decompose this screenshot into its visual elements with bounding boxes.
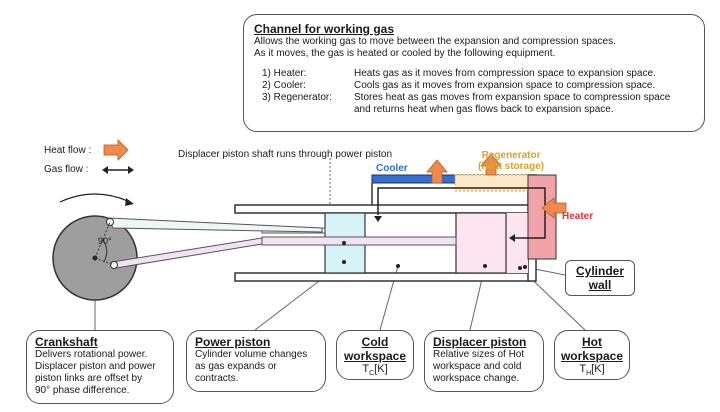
heater-section: [527, 174, 557, 260]
cold-workspace-callout: Cold workspace TC[K]: [336, 330, 414, 380]
heater-item-label: 1) Heater:: [262, 68, 307, 79]
cylinder-top-wall: [234, 204, 531, 214]
channel-item-cooler: 2) Cooler: Cools gas as it moves from ex…: [254, 80, 694, 92]
heater-label: Heater: [562, 211, 594, 222]
channel-item-heater: 1) Heater: Heats gas as it moves from co…: [254, 68, 694, 80]
cylinder-wall-label-2: wall: [588, 278, 612, 292]
cold-space-dot: [396, 264, 400, 268]
heat-arrows: [426, 153, 567, 219]
legend-symbols: [102, 139, 134, 174]
cold-temp-unit: [K]: [374, 363, 388, 375]
heat-arrow-regenerator: [480, 153, 502, 176]
power-piston-callout: Power piston Cylinder volume changes as …: [186, 330, 326, 392]
cooler-item-label: 2) Cooler:: [262, 80, 306, 91]
angle-arc: [102, 239, 108, 263]
cold-temp-subscript: C: [369, 370, 375, 378]
channel-intro-1: Allows the working gas to move between t…: [254, 36, 616, 47]
regenerator-item-text-1: Stores heat as gas moves from expansion …: [354, 92, 671, 103]
regenerator-label-line-2: (heat storage): [478, 161, 545, 172]
crankshaft-line-3: piston links are offset by: [35, 373, 143, 384]
crankshaft-line-2: Displacer piston and power: [35, 361, 156, 372]
legend-gas-arrowhead-right: [128, 166, 134, 174]
crankshaft-callout: Crankshaft Delivers rotational power. Di…: [26, 330, 174, 404]
cylinder-wall-label-1: Cylinder: [575, 264, 624, 278]
cylinder-bottom-wall: [234, 272, 531, 282]
hot-workspace-title-2: workspace: [560, 349, 624, 363]
gas-flow-arrowhead-cold: [374, 216, 382, 222]
cylinder-wall-label-box: Cylinder wall: [565, 260, 635, 296]
power-piston-line-3: contracts.: [195, 373, 239, 384]
wall-dot: [523, 265, 527, 269]
crankshaft-line-1: Delivers rotational power.: [35, 349, 148, 360]
cold-workspace-temp: TC[K]: [337, 363, 413, 377]
displacer-shaft: [261, 236, 457, 246]
marker-dots: [342, 241, 527, 270]
cold-temp-symbol: T: [362, 363, 370, 375]
heat-arrow-heater: [541, 197, 567, 219]
hot-workspace-callout: Hot workspace TH[K]: [554, 330, 630, 380]
legend-gas-flow-label: Gas flow :: [44, 164, 89, 175]
cold-workspace-title-2: workspace: [343, 349, 407, 363]
heater-item-text: Heats gas as it moves from compression s…: [354, 68, 656, 79]
gas-flow-path: [377, 187, 546, 239]
power-link-rod: [107, 217, 323, 233]
regenerator-item-label: 3) Regenerator:: [262, 92, 333, 103]
displacer-piston-callout: Displacer piston Relative sizes of Hot w…: [424, 330, 544, 392]
cooler-item-text: Cools gas as it moves from expansion spa…: [354, 80, 656, 91]
displacer-dot: [483, 264, 487, 268]
rotation-arrowhead: [125, 198, 134, 206]
channel-info-box: Channel for working gas Allows the worki…: [243, 14, 705, 132]
displacer-title: Displacer piston: [433, 335, 527, 349]
displacer-piston: [455, 212, 507, 274]
displacer-line-1: Relative sizes of Hot: [433, 349, 525, 360]
hot-temp-unit: [K]: [591, 363, 605, 375]
channel-item-regenerator: 3) Regenerator: Stores heat as gas moves…: [254, 92, 694, 116]
power-link-pin: [106, 218, 114, 226]
power-piston-line-2: as gas expands or: [195, 361, 277, 372]
regenerator-label-line-1: Regenerator: [481, 150, 541, 161]
hot-workspace-temp: TH[K]: [555, 363, 629, 377]
pistons: [261, 212, 507, 274]
angle-label: 90°: [98, 236, 112, 246]
power-piston-title: Power piston: [195, 335, 271, 349]
hot-temp-subscript: H: [586, 370, 592, 378]
legend-heat-flow-label: Heat flow :: [44, 145, 92, 156]
gas-channel: [371, 174, 557, 260]
shaft-dot: [342, 241, 346, 245]
heat-arrow-cooler: [426, 159, 448, 184]
channel-title: Channel for working gas: [254, 22, 395, 36]
gas-flow-arrowhead-hot: [509, 234, 515, 242]
displacer-line-3: workspace change.: [433, 373, 520, 384]
hot-temp-symbol: T: [579, 363, 587, 375]
phase-lines: [94, 221, 115, 266]
cooler-label: Cooler: [376, 163, 408, 174]
legend-gas-arrowhead-left: [102, 166, 108, 174]
hot-workspace-title-1: Hot: [582, 335, 602, 349]
power-piston-dot: [342, 260, 346, 264]
crankshaft-line-4: 90° phase difference.: [35, 385, 130, 396]
hot-space-dot: [518, 266, 522, 270]
crankshaft: [52, 193, 323, 301]
regenerator-item-text-2: and returns heat when gas flows back to …: [354, 104, 614, 115]
cold-workspace-title-1: Cold: [361, 335, 389, 349]
rotation-arc: [59, 193, 131, 203]
regenerator-item-text: Stores heat as gas moves from expansion …: [354, 92, 670, 116]
legend-heat-arrow: [103, 139, 129, 161]
channel-intro-2: As it moves, the gas is heated or cooled…: [254, 48, 556, 59]
displacer-line-2: workspace and cold: [433, 361, 522, 372]
regenerator-label: Regenerator (heat storage): [478, 150, 544, 172]
power-piston-line-1: Cylinder volume changes: [195, 349, 308, 360]
shaft-note: Displacer piston shaft runs through powe…: [178, 149, 393, 160]
crankshaft-title: Crankshaft: [35, 335, 98, 349]
